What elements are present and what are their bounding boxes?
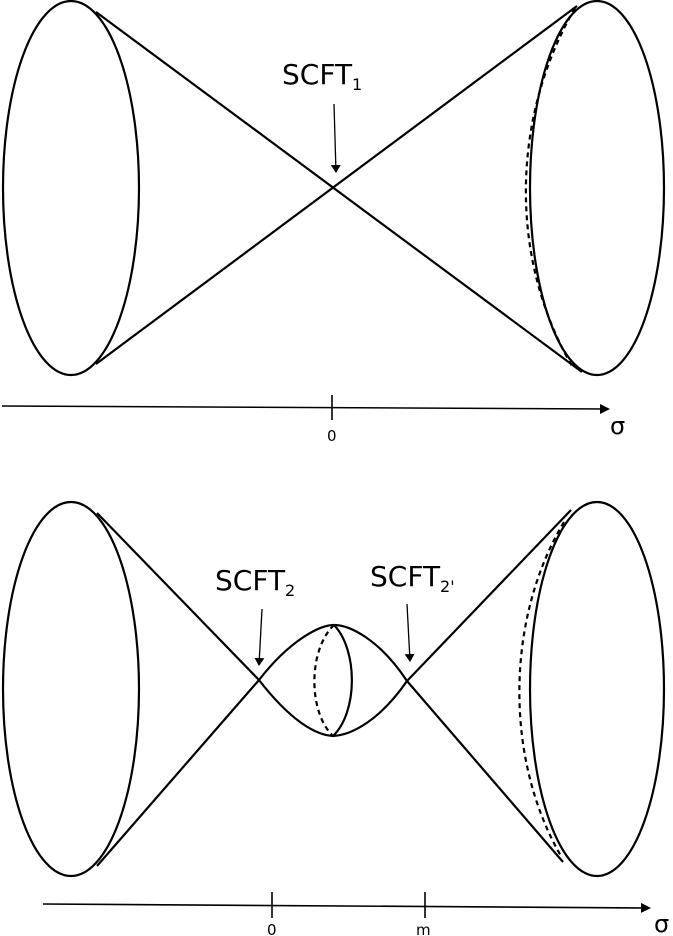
- top-tick-label-0: 0: [327, 427, 337, 445]
- bottom-right-dashed-edge: [518, 521, 565, 857]
- bottom-cone-line-left-upper: [96, 512, 260, 681]
- bottom-middle-dashed-edge: [313, 624, 335, 737]
- top-label-pointer: [330, 103, 341, 173]
- bottom-sigma-axis: [42, 902, 651, 913]
- bottom-middle-bulb-lower: [258, 679, 408, 738]
- bottom-cone-line-left-lower: [96, 679, 260, 867]
- bottom-middle-front-edge: [332, 624, 353, 737]
- top-right-dashed-edge: [524, 7, 576, 367]
- bottom-diagram: [1, 500, 666, 918]
- bottom-left-scft-label: SCFT2: [215, 564, 295, 600]
- top-sigma-axis: [1, 403, 610, 414]
- bottom-cone-line-right-upper: [406, 509, 572, 682]
- bottom-sigma-label: σ: [654, 910, 669, 936]
- top-cone-line-upper-left: [95, 11, 583, 373]
- bottom-middle-bulb-upper: [258, 623, 408, 682]
- bottom-right-scft-label: SCFT2': [370, 560, 455, 596]
- bottom-tick-label-m: m: [416, 921, 431, 936]
- bottom-cone-line-right-lower: [406, 680, 564, 863]
- top-sigma-label: σ: [610, 412, 625, 440]
- top-diagram: [1, 0, 666, 420]
- bottom-left-cone-ellipse: [1, 500, 141, 878]
- top-scft-label: SCFT1: [282, 58, 362, 94]
- bottom-left-label-pointer: [254, 608, 265, 666]
- top-right-cone-ellipse: [528, 0, 666, 377]
- bottom-right-label-pointer: [404, 603, 415, 662]
- bottom-tick-label-0: 0: [267, 921, 277, 936]
- top-cone-line-lower-left: [95, 5, 578, 365]
- bottom-right-cone-ellipse: [528, 500, 666, 878]
- top-left-cone-ellipse: [1, 0, 141, 377]
